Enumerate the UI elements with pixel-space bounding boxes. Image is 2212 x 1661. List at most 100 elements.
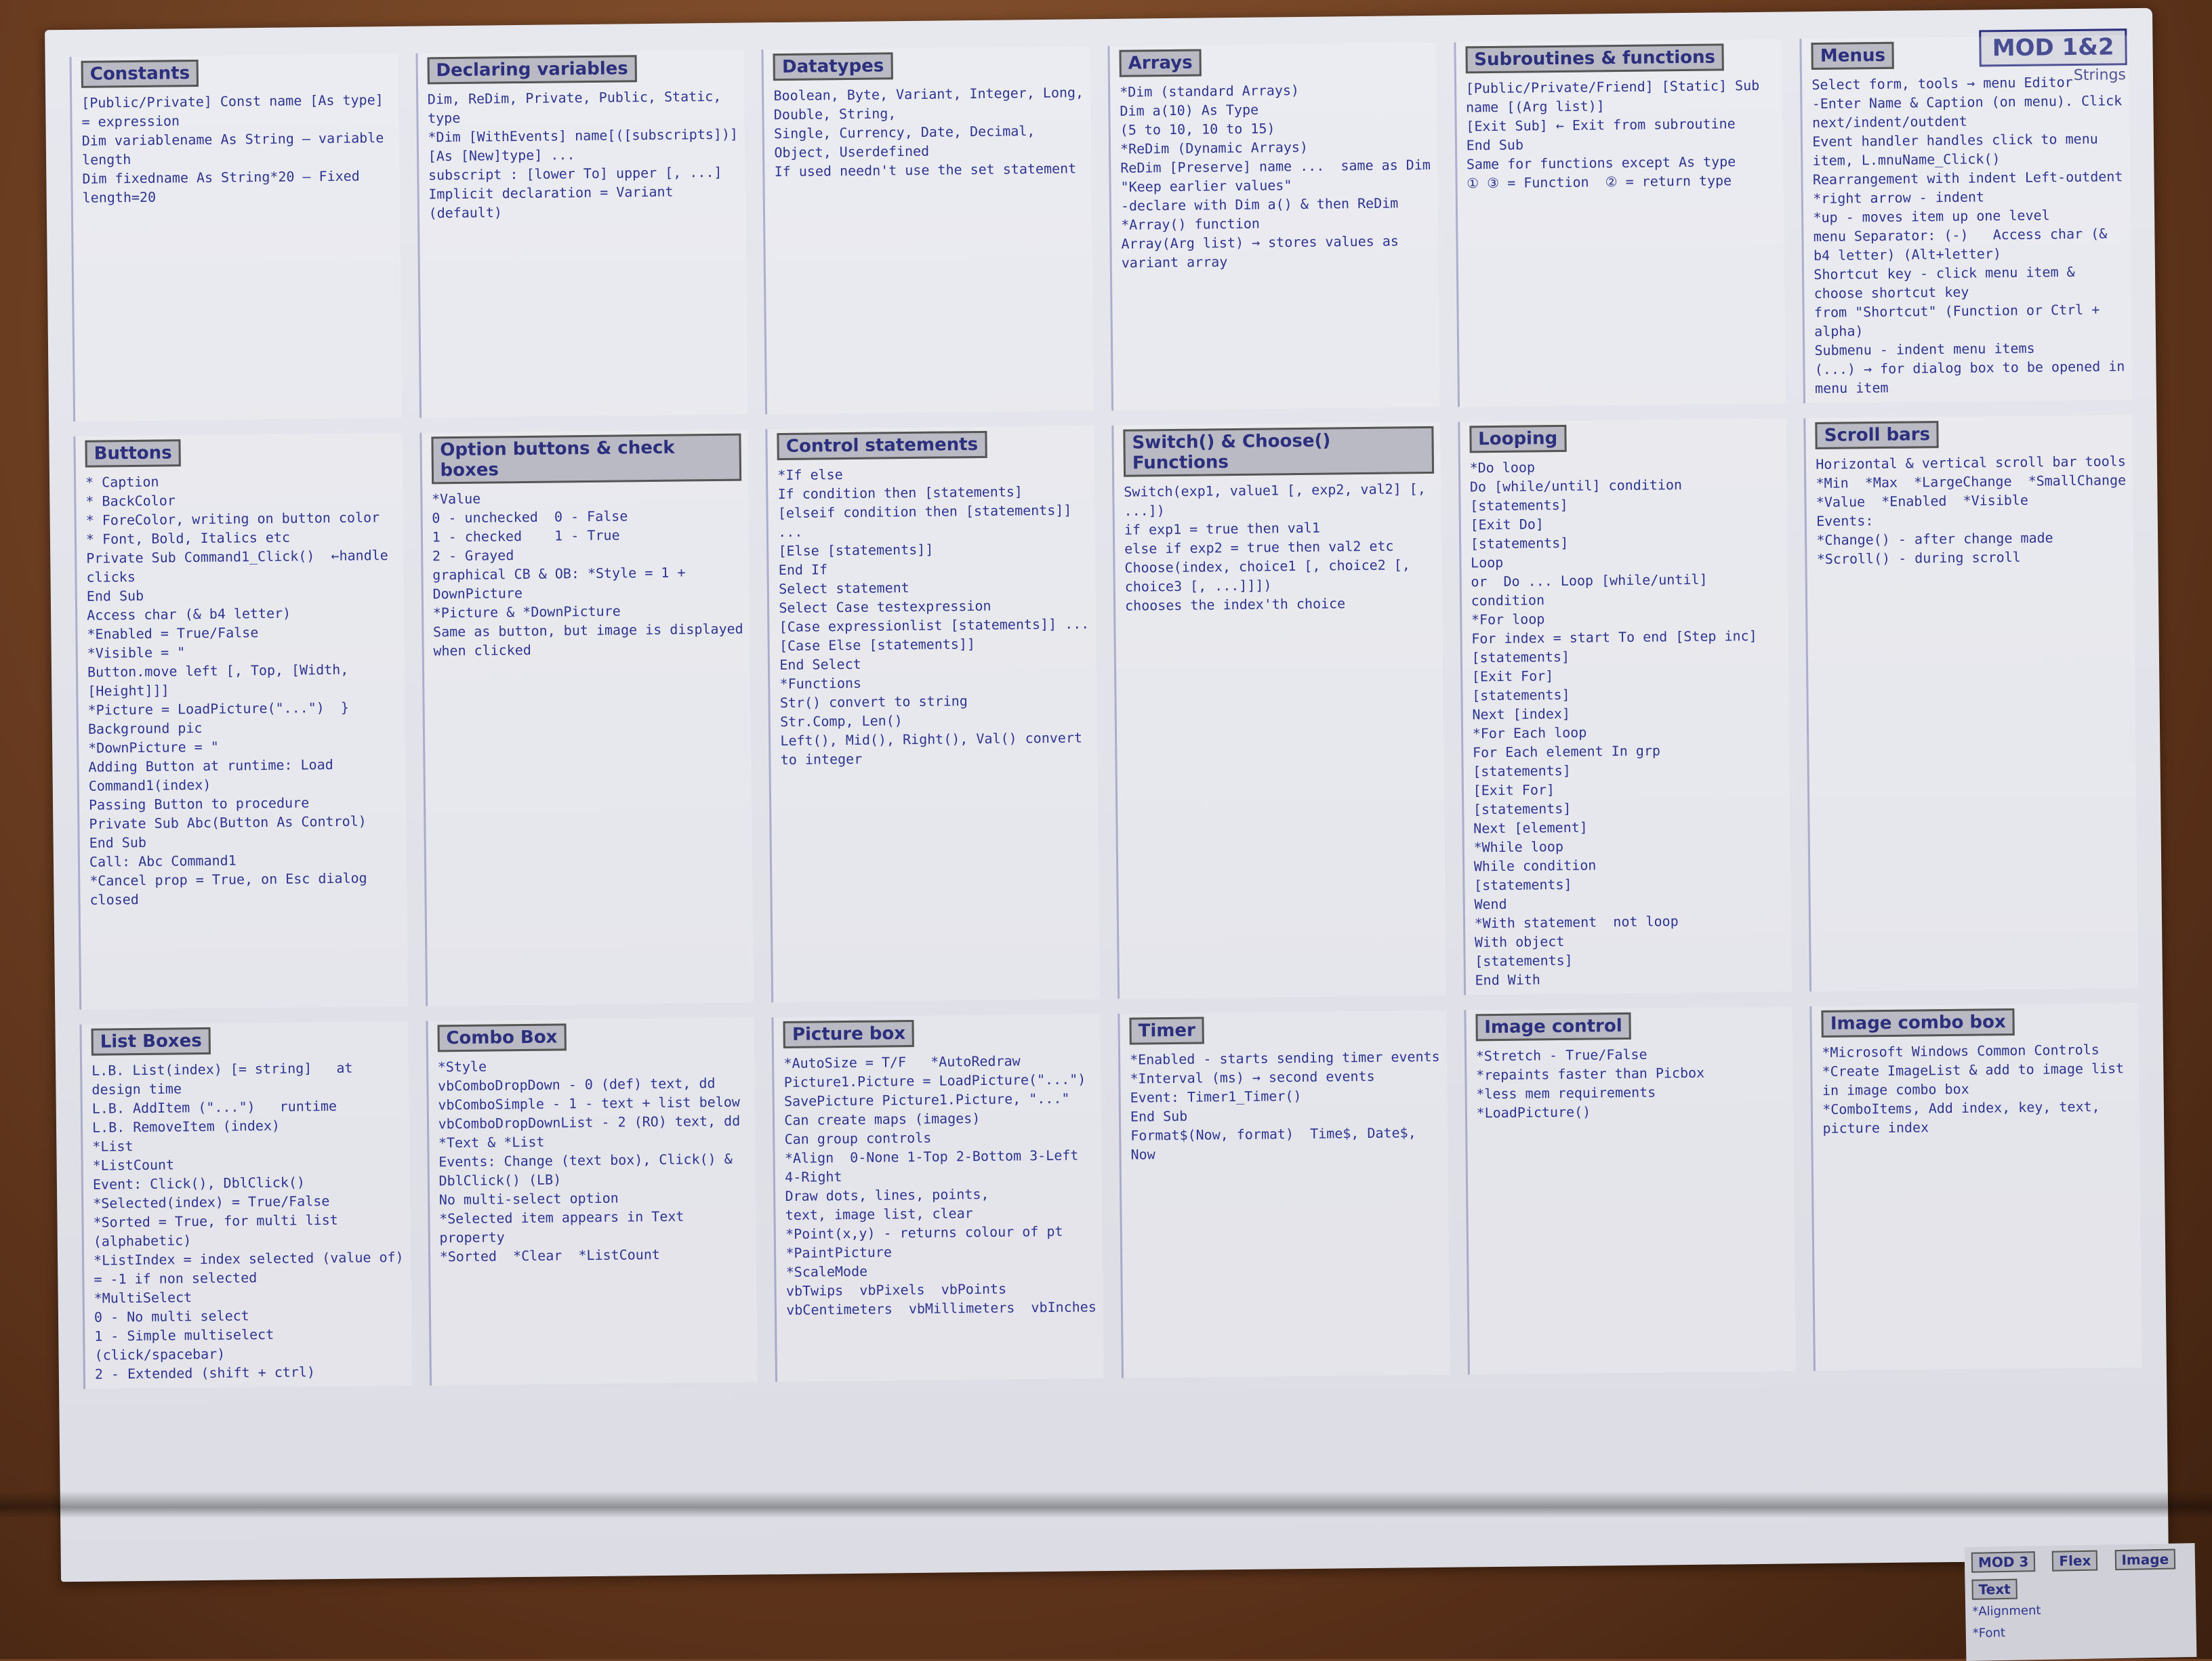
note-line: Implicit declaration = Variant (default)	[428, 183, 682, 222]
note-line: *Dim [WithEvents] name[([subscripts])] […	[428, 125, 747, 165]
section-heading: Arrays	[1119, 49, 1202, 77]
note-line: Array(Arg list) → stores values as varia…	[1121, 232, 1408, 271]
note-line: 2 - Extended (shift + ctrl)	[94, 1363, 316, 1382]
note-section: Timer *Enabled - starts sending timer eve…	[1118, 1010, 1450, 1378]
note-line: SavePicture Picture1.Picture, "..."	[783, 1090, 1070, 1110]
note-line: *Selected item appears in Text property	[439, 1208, 693, 1246]
note-line: menu Separator: (-) Access char (& b4 le…	[1813, 225, 2116, 264]
notebook-binding	[0, 1491, 2212, 1518]
note-line: Event handler handles click to menu item…	[1812, 130, 2106, 169]
note-line: vbCentimeters vbMillimeters vbInches	[786, 1298, 1097, 1318]
note-section: Arrays*Dim (standard Arrays)Dim a(10) As…	[1107, 42, 1440, 411]
note-line: Format$(Now, format) Time$, Date$, Now	[1130, 1124, 1425, 1163]
note-line: *Cancel prop = True, on Esc dialog close…	[89, 869, 375, 908]
section-heading: Datatypes	[773, 52, 893, 81]
note-line: ① ③ = Function ② = return type	[1467, 172, 1732, 192]
next-page-tab: Flex	[2052, 1550, 2098, 1572]
section-heading: Timer	[1129, 1017, 1205, 1045]
note-line: [Public/Private/Friend] [Static] Sub nam…	[1465, 77, 1768, 116]
section-heading: Image combo box	[1821, 1008, 2015, 1038]
note-line: *LoadPicture()	[1476, 1103, 1591, 1122]
next-page-tab: Text	[1971, 1578, 2018, 1600]
note-line: Choose(index, choice1 [, choice2 [, choi…	[1124, 556, 1419, 595]
note-section: Image combo box*Microsoft Windows Common…	[1809, 1003, 2142, 1372]
next-page-header: MOD 3	[1971, 1551, 2036, 1573]
note-line: (...) → for dialog box to be opened in m…	[1814, 358, 2133, 397]
note-line: Dim variablename As String — variable le…	[81, 129, 392, 168]
section-heading: Menus	[1811, 41, 1895, 70]
note-line: -declare with Dim a() & then ReDim	[1120, 194, 1399, 214]
note-line: Private Sub Abc(Button As Control)	[89, 813, 367, 832]
note-section: Subroutines & functions[Public/Private/F…	[1454, 39, 1786, 407]
note-line: -Enter Name & Caption (on menu). Click n…	[1811, 92, 2131, 131]
note-line: [Case expressionlist [statements]] ...	[779, 615, 1090, 636]
note-line: For index = start To end [Step inc]	[1471, 627, 1757, 647]
note-line: picture index	[1822, 1119, 1929, 1136]
note-line: End With	[1475, 971, 1540, 989]
section-heading: Option buttons & check boxes	[431, 433, 742, 485]
note-section: Buttons* Caption* BackColor* ForeColor, …	[73, 432, 408, 1010]
next-page-line: *Font	[1972, 1625, 2006, 1641]
note-line: 1 - Simple multiselect (click/spacebar)	[94, 1326, 283, 1363]
note-line: Dim, ReDim, Private, Public, Static, typ…	[427, 87, 730, 127]
note-line: Adding Button at runtime: Load Command1(…	[88, 756, 342, 794]
note-line: [Exit Sub] ← Exit from subroutine	[1466, 115, 1736, 135]
note-line: vbComboDropDownList - 2 (RO) text, dd	[438, 1112, 741, 1132]
section-heading: Looping	[1469, 424, 1567, 453]
note-line: chooses the index'th choice	[1124, 595, 1346, 614]
note-line: *Sorted *Clear *ListCount	[439, 1246, 660, 1265]
note-line: *Align 0-None 1-Top 2-Bottom 3-Left 4-Ri…	[784, 1147, 1087, 1186]
section-heading: Switch() & Choose() Functions	[1123, 426, 1434, 477]
note-line: Shortcut key - click menu item & choose …	[1814, 263, 2083, 302]
note-line: *ListIndex = index selected (value of)	[93, 1248, 404, 1269]
note-line: Events: Change (text box), Click() & Dbl…	[438, 1150, 741, 1189]
note-line: Dim fixedname As String*20 — Fixed lengt…	[82, 167, 368, 206]
note-line: graphical CB & OB: *Style = 1 + DownPict…	[432, 564, 694, 602]
note-line: or Do ... Loop [while/until] condition	[1471, 571, 1716, 609]
section-heading: Buttons	[85, 439, 181, 468]
section-heading: Subroutines & functions	[1465, 43, 1725, 74]
note-line: *Picture = LoadPicture("...") } Backgrou…	[87, 699, 358, 737]
note-line: Private Sub Command1_Click() ←handle cli…	[86, 546, 396, 586]
note-line: subscript : [lower To] upper [, ...]	[428, 163, 722, 184]
notebook-page: MOD 1&2 Strings Constants[Public/Private…	[45, 7, 2169, 1582]
section-heading: List Boxes	[91, 1027, 211, 1056]
section-heading: Picture box	[783, 1019, 915, 1049]
section-heading: Constants	[81, 59, 199, 88]
section-heading: Combo Box	[437, 1023, 567, 1052]
note-line: Rearrangement with indent Left-outdent	[1812, 168, 2123, 188]
section-heading: Declaring variables	[427, 55, 638, 85]
note-line: L.B. List(index) [= string] at design ti…	[91, 1059, 361, 1098]
note-line: from "Shortcut" (Function or Ctrl + alph…	[1814, 301, 2108, 340]
section-heading: Control statements	[777, 430, 987, 461]
note-line: [Public/Private] Const name [As type] = …	[81, 91, 392, 130]
note-line: Single, Currency, Date, Decimal, Object,…	[773, 122, 1044, 161]
note-line: Button.move left [, Top, [Width, [Height…	[87, 661, 357, 699]
next-page-strip: MOD 3 Flex Image Text *Alignment *Font	[1964, 1543, 2197, 1661]
note-line: Same as button, but image is displayed w…	[432, 620, 752, 659]
note-line: *Scroll() - during scroll	[1816, 548, 2021, 568]
next-page-tab: Image	[2114, 1549, 2176, 1571]
note-line: *ComboItems, Add index, key, text,	[1822, 1098, 2100, 1117]
note-line: *Min *Max *LargeChange *SmallChange	[1816, 472, 2127, 492]
note-line: Left(), Mid(), Right(), Val() convert to…	[780, 729, 1091, 768]
section-heading: Scroll bars	[1815, 421, 1940, 450]
note-line: *Enabled - starts sending timer events	[1129, 1048, 1440, 1068]
note-line: If used needn't use the set statement	[774, 160, 1077, 180]
note-line: Boolean, Byte, Variant, Integer, Long, D…	[773, 84, 1092, 123]
section-heading: Image control	[1475, 1012, 1631, 1042]
note-line: * ForeColor, writing on button color	[85, 509, 380, 529]
note-line: Switch(exp1, value1 [, exp2, val2] [, ..…	[1124, 480, 1434, 519]
note-section: Image control*Stretch - True/False*repai…	[1464, 1006, 1797, 1375]
note-section: Constants [Public/Private] Const name [As…	[69, 53, 402, 422]
notes-grid: Constants [Public/Private] Const name [As…	[45, 8, 2169, 1582]
